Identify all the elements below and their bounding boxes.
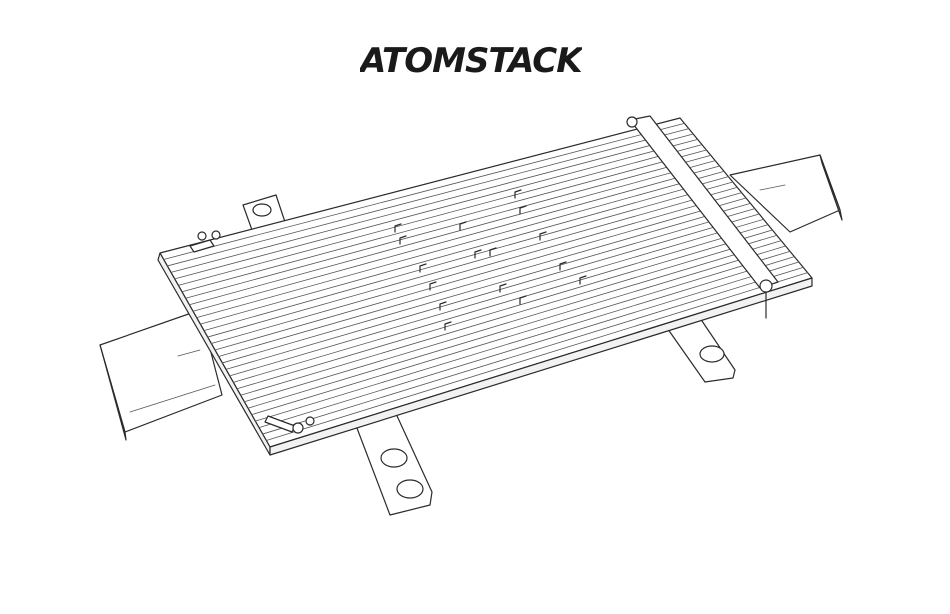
honeycomb-panel — [158, 118, 812, 455]
